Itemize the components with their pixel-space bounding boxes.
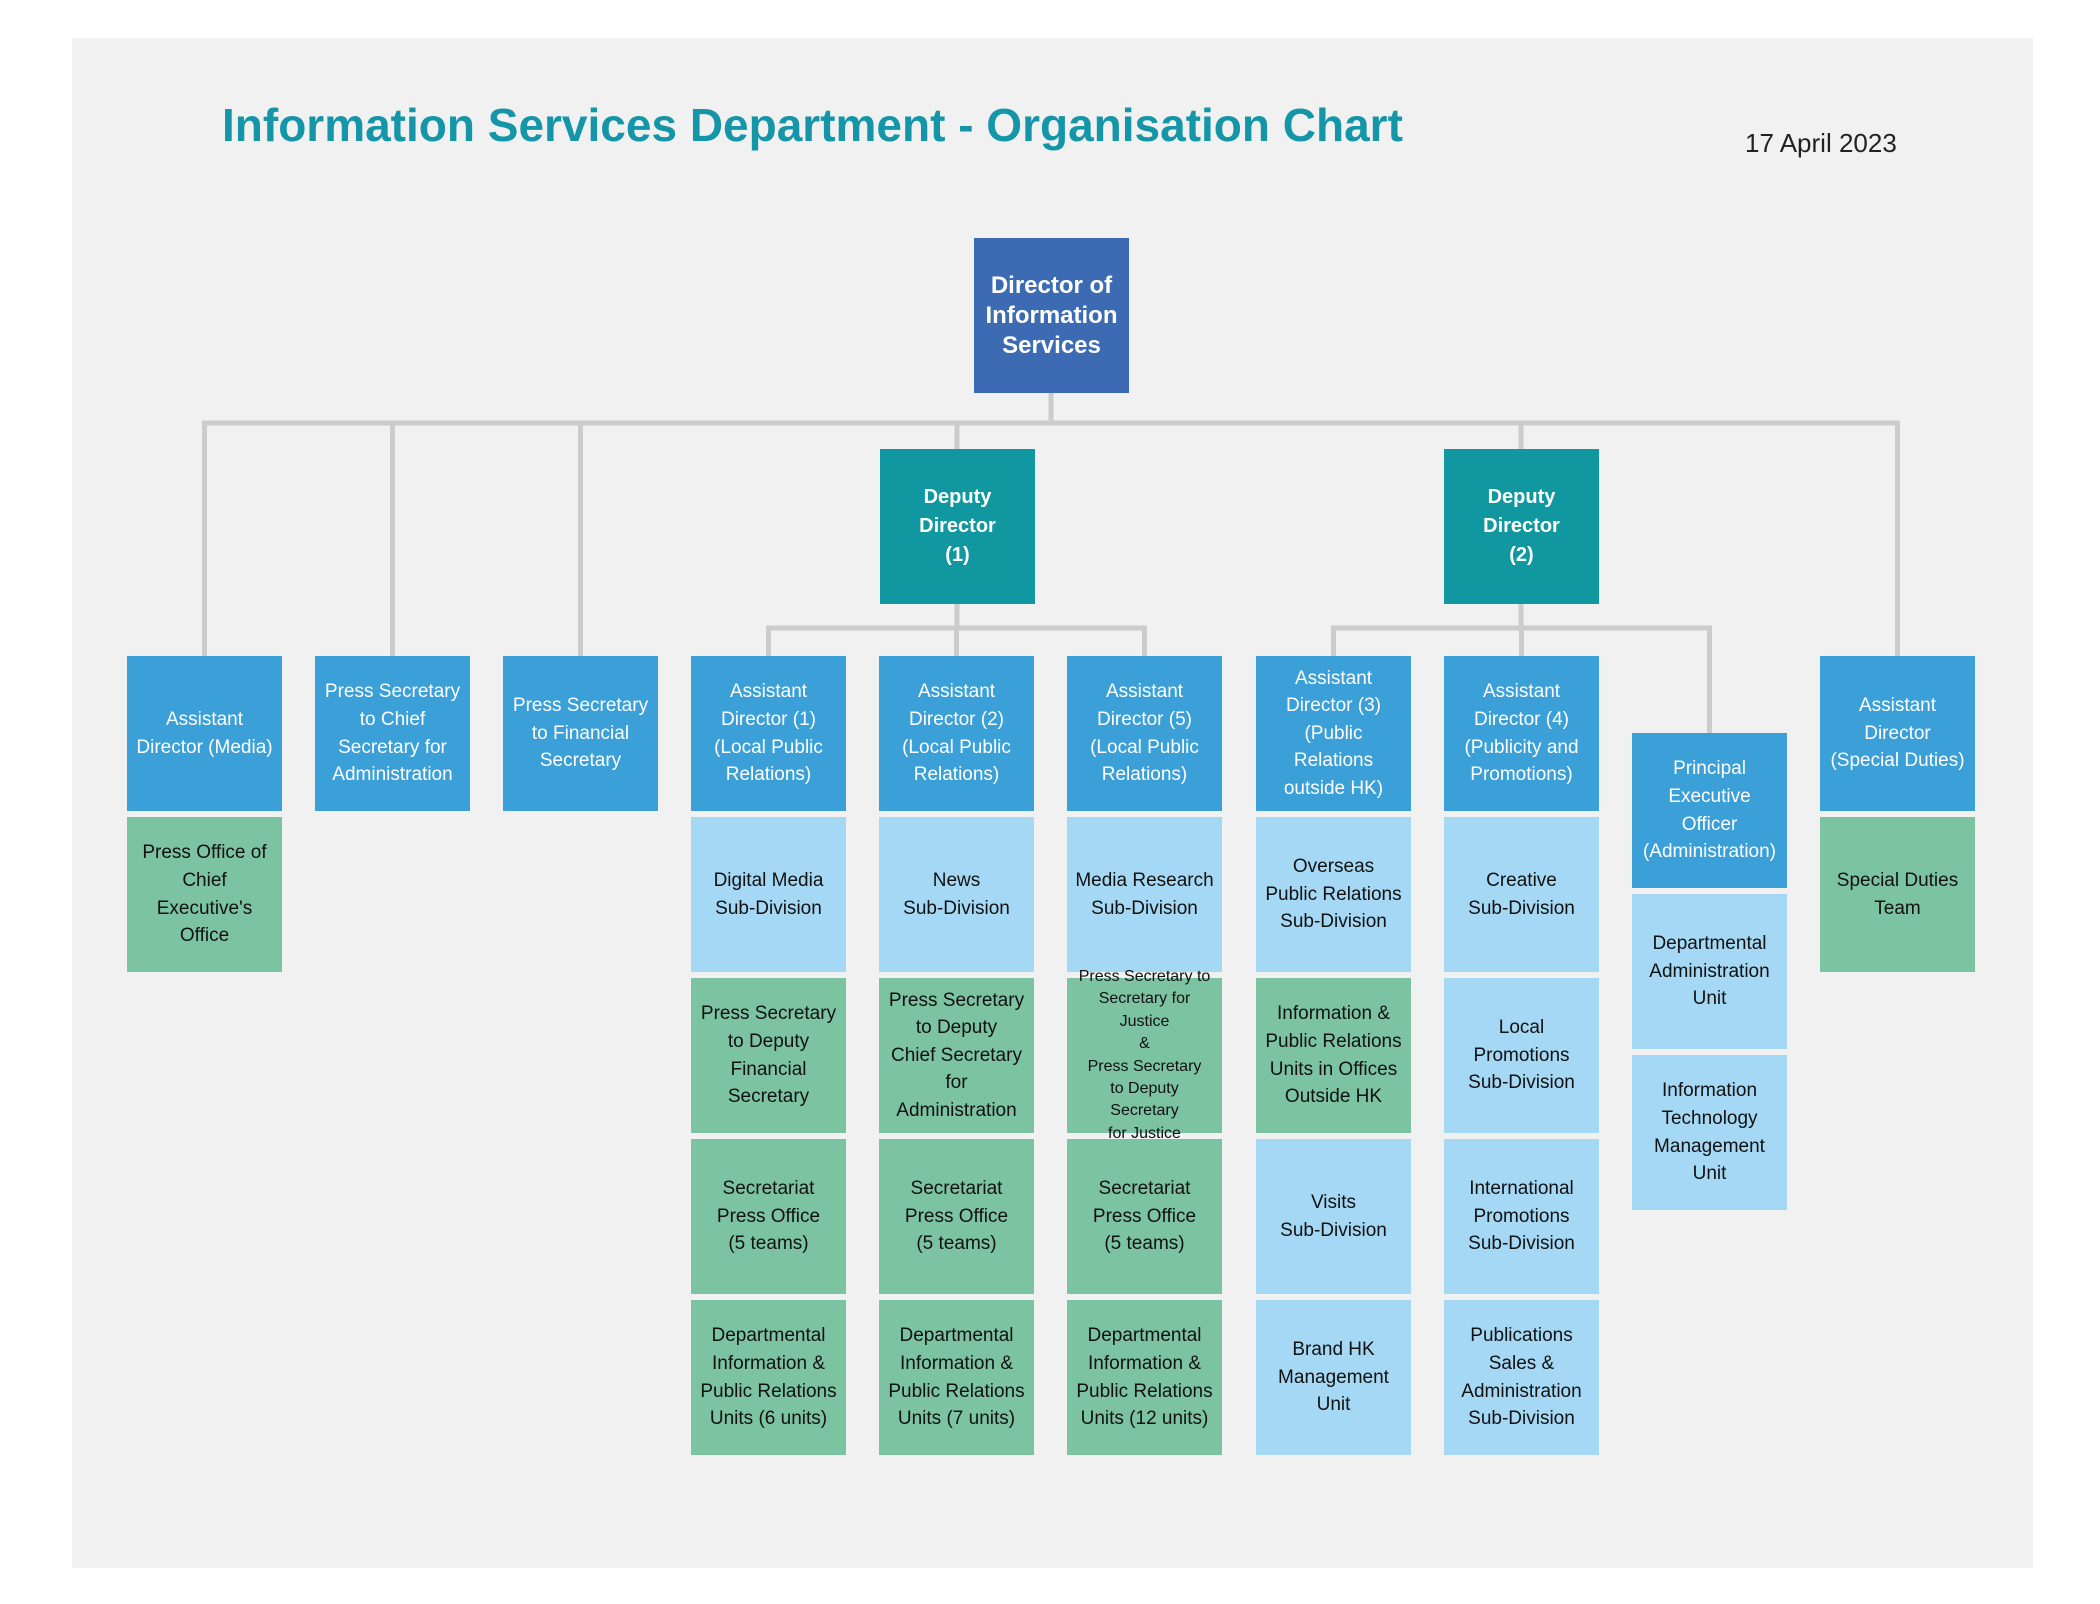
unit-box: International Promotions Sub-Division	[1444, 1139, 1599, 1294]
unit-box: Media Research Sub-Division	[1067, 817, 1222, 972]
unit-box: Departmental Information & Public Relati…	[879, 1300, 1034, 1455]
unit-box: Overseas Public Relations Sub-Division	[1256, 817, 1411, 972]
column-head-4: Assistant Director (1) (Local Public Rel…	[691, 656, 846, 811]
unit-box: Press Secretary to Secretary for Justice…	[1067, 968, 1222, 1142]
column-head-7: Assistant Director (3) (Public Relations…	[1256, 656, 1411, 811]
column-head-9: Principal Executive Officer (Administrat…	[1632, 733, 1787, 888]
chart-date: 17 April 2023	[1745, 128, 1897, 158]
unit-box: Special Duties Team	[1820, 817, 1975, 972]
column-head-5: Assistant Director (2) (Local Public Rel…	[879, 656, 1034, 811]
unit-box: Press Secretary to Deputy Chief Secretar…	[879, 978, 1034, 1133]
unit-box: Brand HK Management Unit	[1256, 1300, 1411, 1455]
column-head-3: Press Secretary to Financial Secretary	[503, 656, 658, 811]
unit-box: Creative Sub-Division	[1444, 817, 1599, 972]
unit-box: News Sub-Division	[879, 817, 1034, 972]
unit-box: Visits Sub-Division	[1256, 1139, 1411, 1294]
unit-box: Press Office of Chief Executive's Office	[127, 817, 282, 972]
unit-box: Secretariat Press Office (5 teams)	[1067, 1139, 1222, 1294]
column-head-6: Assistant Director (5) (Local Public Rel…	[1067, 656, 1222, 811]
unit-box: Information & Public Relations Units in …	[1256, 978, 1411, 1133]
column-head-2: Press Secretary to Chief Secretary for A…	[315, 656, 470, 811]
page-title: Information Services Department - Organi…	[222, 99, 1403, 151]
unit-box: Press Secretary to Deputy Financial Secr…	[691, 978, 846, 1133]
unit-box: Local Promotions Sub-Division	[1444, 978, 1599, 1133]
unit-box: Publications Sales & Administration Sub-…	[1444, 1300, 1599, 1455]
deputy-director-2-box: Deputy Director (2)	[1444, 449, 1599, 604]
unit-box: Secretariat Press Office (5 teams)	[691, 1139, 846, 1294]
unit-box: Departmental Administration Unit	[1632, 894, 1787, 1049]
unit-box: Departmental Information & Public Relati…	[691, 1300, 846, 1455]
unit-box: Departmental Information & Public Relati…	[1067, 1300, 1222, 1455]
unit-box: Information Technology Management Unit	[1632, 1055, 1787, 1210]
column-head-1: Assistant Director (Media)	[127, 656, 282, 811]
unit-box: Secretariat Press Office (5 teams)	[879, 1139, 1034, 1294]
director-box: Director of Information Services	[974, 238, 1129, 393]
column-head-8: Assistant Director (4) (Publicity and Pr…	[1444, 656, 1599, 811]
column-head-10: Assistant Director (Special Duties)	[1820, 656, 1975, 811]
deputy-director-1-box: Deputy Director (1)	[880, 449, 1035, 604]
unit-box: Digital Media Sub-Division	[691, 817, 846, 972]
